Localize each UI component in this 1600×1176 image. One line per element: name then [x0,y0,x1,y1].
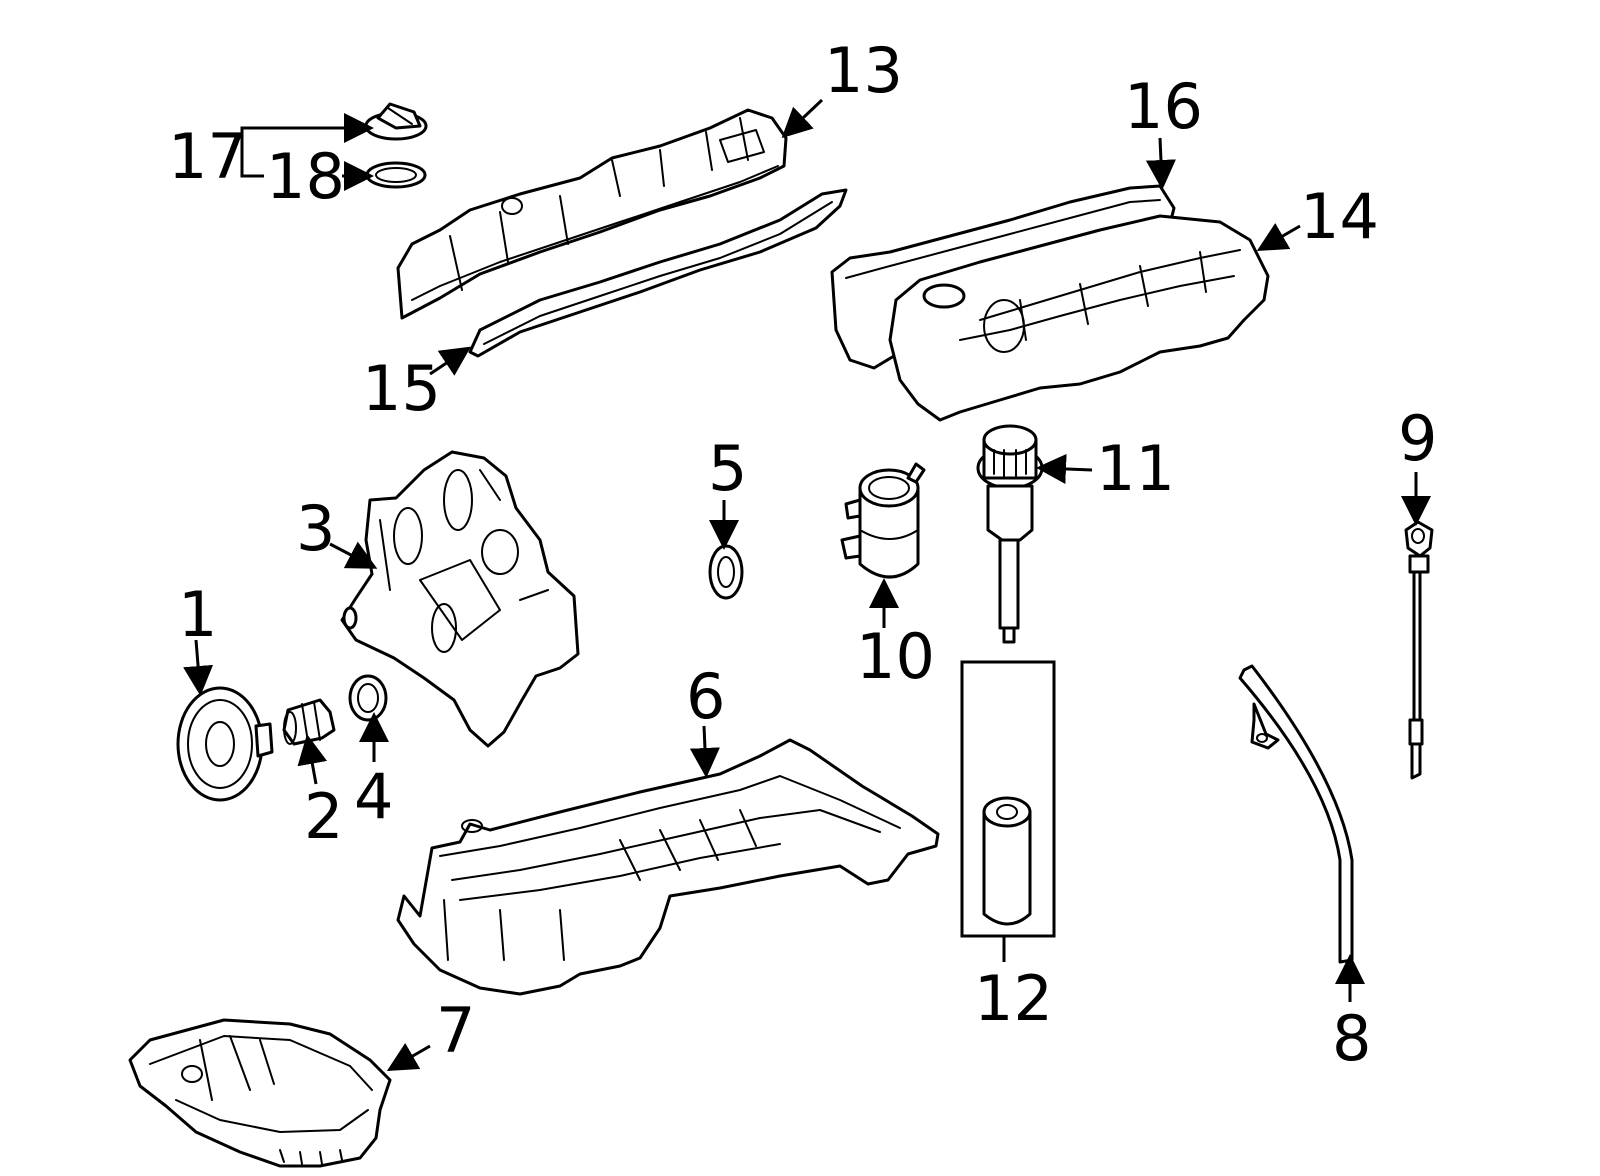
callout-5: 5 [708,432,747,505]
callout-4: 4 [354,760,393,833]
leader-lines [183,98,1431,1072]
dipstick [1404,520,1434,780]
lower-oil-pan [128,1018,392,1168]
front-crankshaft-seal [348,674,388,722]
oil-filter-housing [840,462,926,579]
callout-14: 14 [1300,180,1379,253]
callout-1: 1 [178,578,217,651]
callout-labels: 1 2 3 4 5 6 7 8 9 10 11 12 13 14 15 16 1… [168,34,1437,1075]
callout-12: 12 [974,962,1053,1035]
oil-filler-cap [364,102,428,141]
upper-oil-pan [396,738,940,996]
crankshaft-pulley [176,686,274,802]
oil-filter-element-box [960,660,1056,962]
right-valve-cover [888,214,1270,422]
left-valve-cover [396,108,788,320]
callout-3: 3 [296,492,335,565]
callout-7: 7 [436,994,475,1067]
callout-6: 6 [686,660,725,733]
callout-16: 16 [1124,70,1203,143]
callout-13: 13 [824,34,903,107]
left-valve-cover-gasket [468,188,848,358]
callout-8: 8 [1332,1002,1371,1075]
callout-2: 2 [304,780,343,853]
callout-15: 15 [362,352,441,425]
callout-9: 9 [1398,402,1437,475]
callout-17: 17 [168,120,247,193]
timing-cover [340,450,580,748]
dipstick-tube-upper [976,424,1044,644]
callout-18: 18 [266,140,345,213]
cap-seal-ring [365,161,427,189]
seal [708,544,744,600]
crankshaft-sleeve [282,698,336,746]
callout-11: 11 [1096,432,1175,505]
dipstick-guide-tube [1238,664,1354,964]
callout-10: 10 [856,620,935,693]
